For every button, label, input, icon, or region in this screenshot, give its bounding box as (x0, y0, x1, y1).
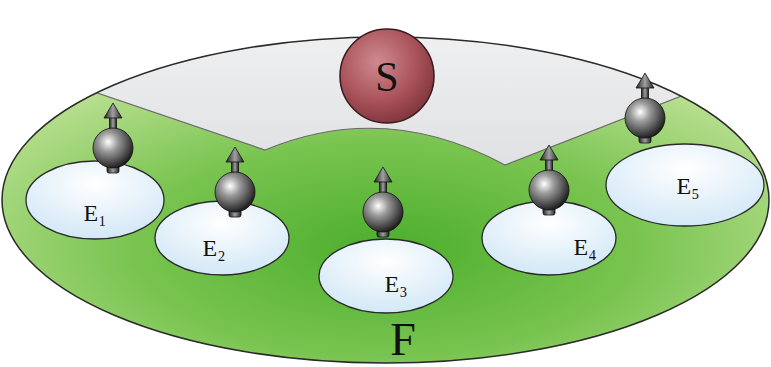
spin-arrowhead (104, 103, 122, 118)
island-label: E₁ (83, 201, 106, 225)
island-outline (606, 144, 764, 226)
spin-ball (529, 170, 569, 210)
island-outline (482, 201, 616, 275)
spin-ball (93, 128, 133, 168)
spin-symbol (481, 200, 482, 201)
spin-arrowhead (636, 73, 654, 88)
spin-symbol (154, 200, 155, 201)
spin-symbol (318, 238, 319, 239)
island-ellipse (25, 160, 165, 240)
spin-arrowhead (374, 167, 392, 182)
island-outline (26, 161, 164, 239)
island-node: E₃ (318, 238, 454, 314)
island-node: E₄ (481, 200, 617, 276)
ferromagnet-label: F (390, 317, 416, 363)
island-node: E₅ (605, 143, 765, 227)
superconductor-label: S (375, 56, 398, 98)
island-node: E₁ (25, 160, 165, 240)
disk-outline (2, 37, 769, 363)
island-label: E₅ (676, 174, 699, 198)
island-node: E₂ (154, 200, 290, 276)
sphere-outline (340, 29, 434, 123)
superconductor-node: S (339, 28, 435, 124)
island-label: E₃ (384, 272, 407, 296)
island-label: E₂ (202, 236, 225, 260)
spin-ball (215, 172, 255, 212)
spin-symbol (25, 160, 26, 161)
island-outline (155, 201, 289, 275)
island-label: E₄ (573, 235, 596, 259)
spin-ball (625, 98, 665, 138)
spin-symbol (605, 143, 606, 144)
spin-ball (363, 192, 403, 232)
spin-arrowhead (226, 147, 244, 162)
spin-arrowhead (540, 145, 558, 160)
island-outline (319, 239, 453, 313)
